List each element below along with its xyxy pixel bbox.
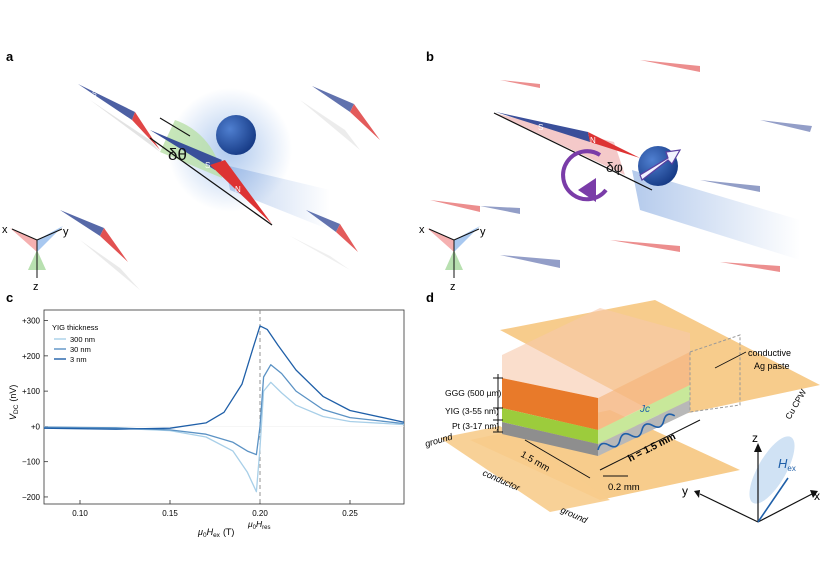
y-tick-label: +200 xyxy=(22,352,41,361)
axis-z-label: z xyxy=(752,431,758,445)
panel-b-letter: b xyxy=(426,49,434,64)
panel-c-letter: c xyxy=(6,290,13,305)
ground-left-label: ground xyxy=(424,431,455,449)
series-line-30-nm xyxy=(43,364,405,456)
bg-magnet xyxy=(430,60,812,272)
yig-label: YIG (3-55 nm) xyxy=(445,406,499,416)
cpw-lower-ground xyxy=(440,426,610,512)
field-cone xyxy=(749,436,795,504)
cpw-label: Cu CPW xyxy=(783,387,808,421)
axis-x-label: x xyxy=(2,224,8,236)
yig-side xyxy=(598,385,690,444)
ggg-front xyxy=(502,378,598,430)
axis-y-label: y xyxy=(63,226,69,238)
x-tick-label: 0.25 xyxy=(342,509,358,518)
x-ticks: 0.10 0.15 0.20 0.25 xyxy=(72,500,358,518)
field-axes: z x y Hex xyxy=(682,431,820,523)
x-axis-label: μ0Hex(T) xyxy=(197,527,234,539)
main-magnet-south xyxy=(496,112,590,142)
y-tick-label: −100 xyxy=(22,458,41,467)
magnet-label: S xyxy=(538,123,543,132)
ggg-side xyxy=(598,352,690,430)
ag-paste-outline xyxy=(689,334,741,413)
ag-paste-label-1: conductive xyxy=(748,348,791,358)
axis-x-label: x xyxy=(419,224,425,236)
bg-magnet xyxy=(60,210,140,290)
bg-magnet xyxy=(300,86,380,150)
x-tick-label: 0.15 xyxy=(162,509,178,518)
series-group xyxy=(43,325,405,493)
main-magnet-south xyxy=(150,130,222,170)
spin-arrow xyxy=(639,149,682,181)
axis-line xyxy=(159,117,191,137)
ag-paste-label-2: Ag paste xyxy=(754,361,790,371)
plot-frame xyxy=(43,309,405,505)
x-tick-label: 0.20 xyxy=(252,509,268,518)
pt-front xyxy=(502,422,598,456)
main-magnet-north xyxy=(588,132,640,158)
axis-z-label: z xyxy=(450,281,456,293)
panel-b-illustration: S N δφ x y z xyxy=(419,60,812,293)
magnet-label: N xyxy=(235,185,241,194)
hex-label: Hex xyxy=(778,456,796,473)
spin-trail xyxy=(225,165,330,230)
y-ticks: +300 +200 +100 +0 −100 −200 xyxy=(22,317,48,502)
pt-label: Pt (3-17 nm) xyxy=(452,421,499,431)
y-tick-label: −200 xyxy=(22,493,41,502)
electron-sphere xyxy=(216,115,256,155)
h-dim-line xyxy=(599,419,701,471)
y-tick-label: +0 xyxy=(31,422,41,431)
ground-right-label: ground xyxy=(559,505,590,526)
yig-front xyxy=(502,408,598,444)
delta-phi-label: δφ xyxy=(606,159,623,175)
width-dim-line xyxy=(524,439,591,479)
legend-entry: 300 nm xyxy=(70,335,95,344)
series-line-3-nm xyxy=(43,325,405,430)
axis-y-label: y xyxy=(682,484,688,498)
ggg-label: GGG (500 µm) xyxy=(445,388,502,398)
axis-line xyxy=(149,137,273,226)
axis-x-label: x xyxy=(814,489,820,503)
magnet-label: N xyxy=(590,136,596,145)
resonance-label: μ0Hres xyxy=(247,519,271,531)
legend-title: YIG thickness xyxy=(52,323,99,332)
axes-triad-b: x y z xyxy=(419,224,486,293)
current-wave xyxy=(597,413,676,451)
magnet-label: N xyxy=(118,127,123,134)
panel-a-illustration: S N S N δθ xyxy=(2,84,380,293)
magnet-label: S xyxy=(205,161,210,170)
jc-label: Jc xyxy=(639,404,650,415)
y-tick-label: +300 xyxy=(22,317,41,326)
axis-line xyxy=(493,112,653,191)
pt-side xyxy=(598,400,690,456)
series-line-300-nm xyxy=(43,381,405,493)
panel-d-illustration: Jc h = 1.5 mm 1.5 mm 0.2 mm GGG (500 µm)… xyxy=(424,300,820,526)
y-tick-label: +100 xyxy=(22,387,41,396)
delta-theta-label: δθ xyxy=(168,145,187,164)
magnet-label: S xyxy=(92,91,97,98)
spin-trail xyxy=(632,170,800,260)
gap-label: 0.2 mm xyxy=(608,482,640,493)
x-tick-label: 0.10 xyxy=(72,509,88,518)
panel-a-letter: a xyxy=(6,49,14,64)
legend-entry: 3 nm xyxy=(70,355,87,364)
main-magnet-north xyxy=(210,160,272,224)
axis-z-label: z xyxy=(33,281,39,293)
legend-entry: 30 nm xyxy=(70,345,91,354)
axes-triad-a: x y z xyxy=(2,224,69,293)
y-axis-label: VDC(nV) xyxy=(8,385,20,420)
axis-y-label: y xyxy=(480,226,486,238)
panel-d-letter: d xyxy=(426,290,434,305)
bg-magnet: S N xyxy=(78,84,160,152)
